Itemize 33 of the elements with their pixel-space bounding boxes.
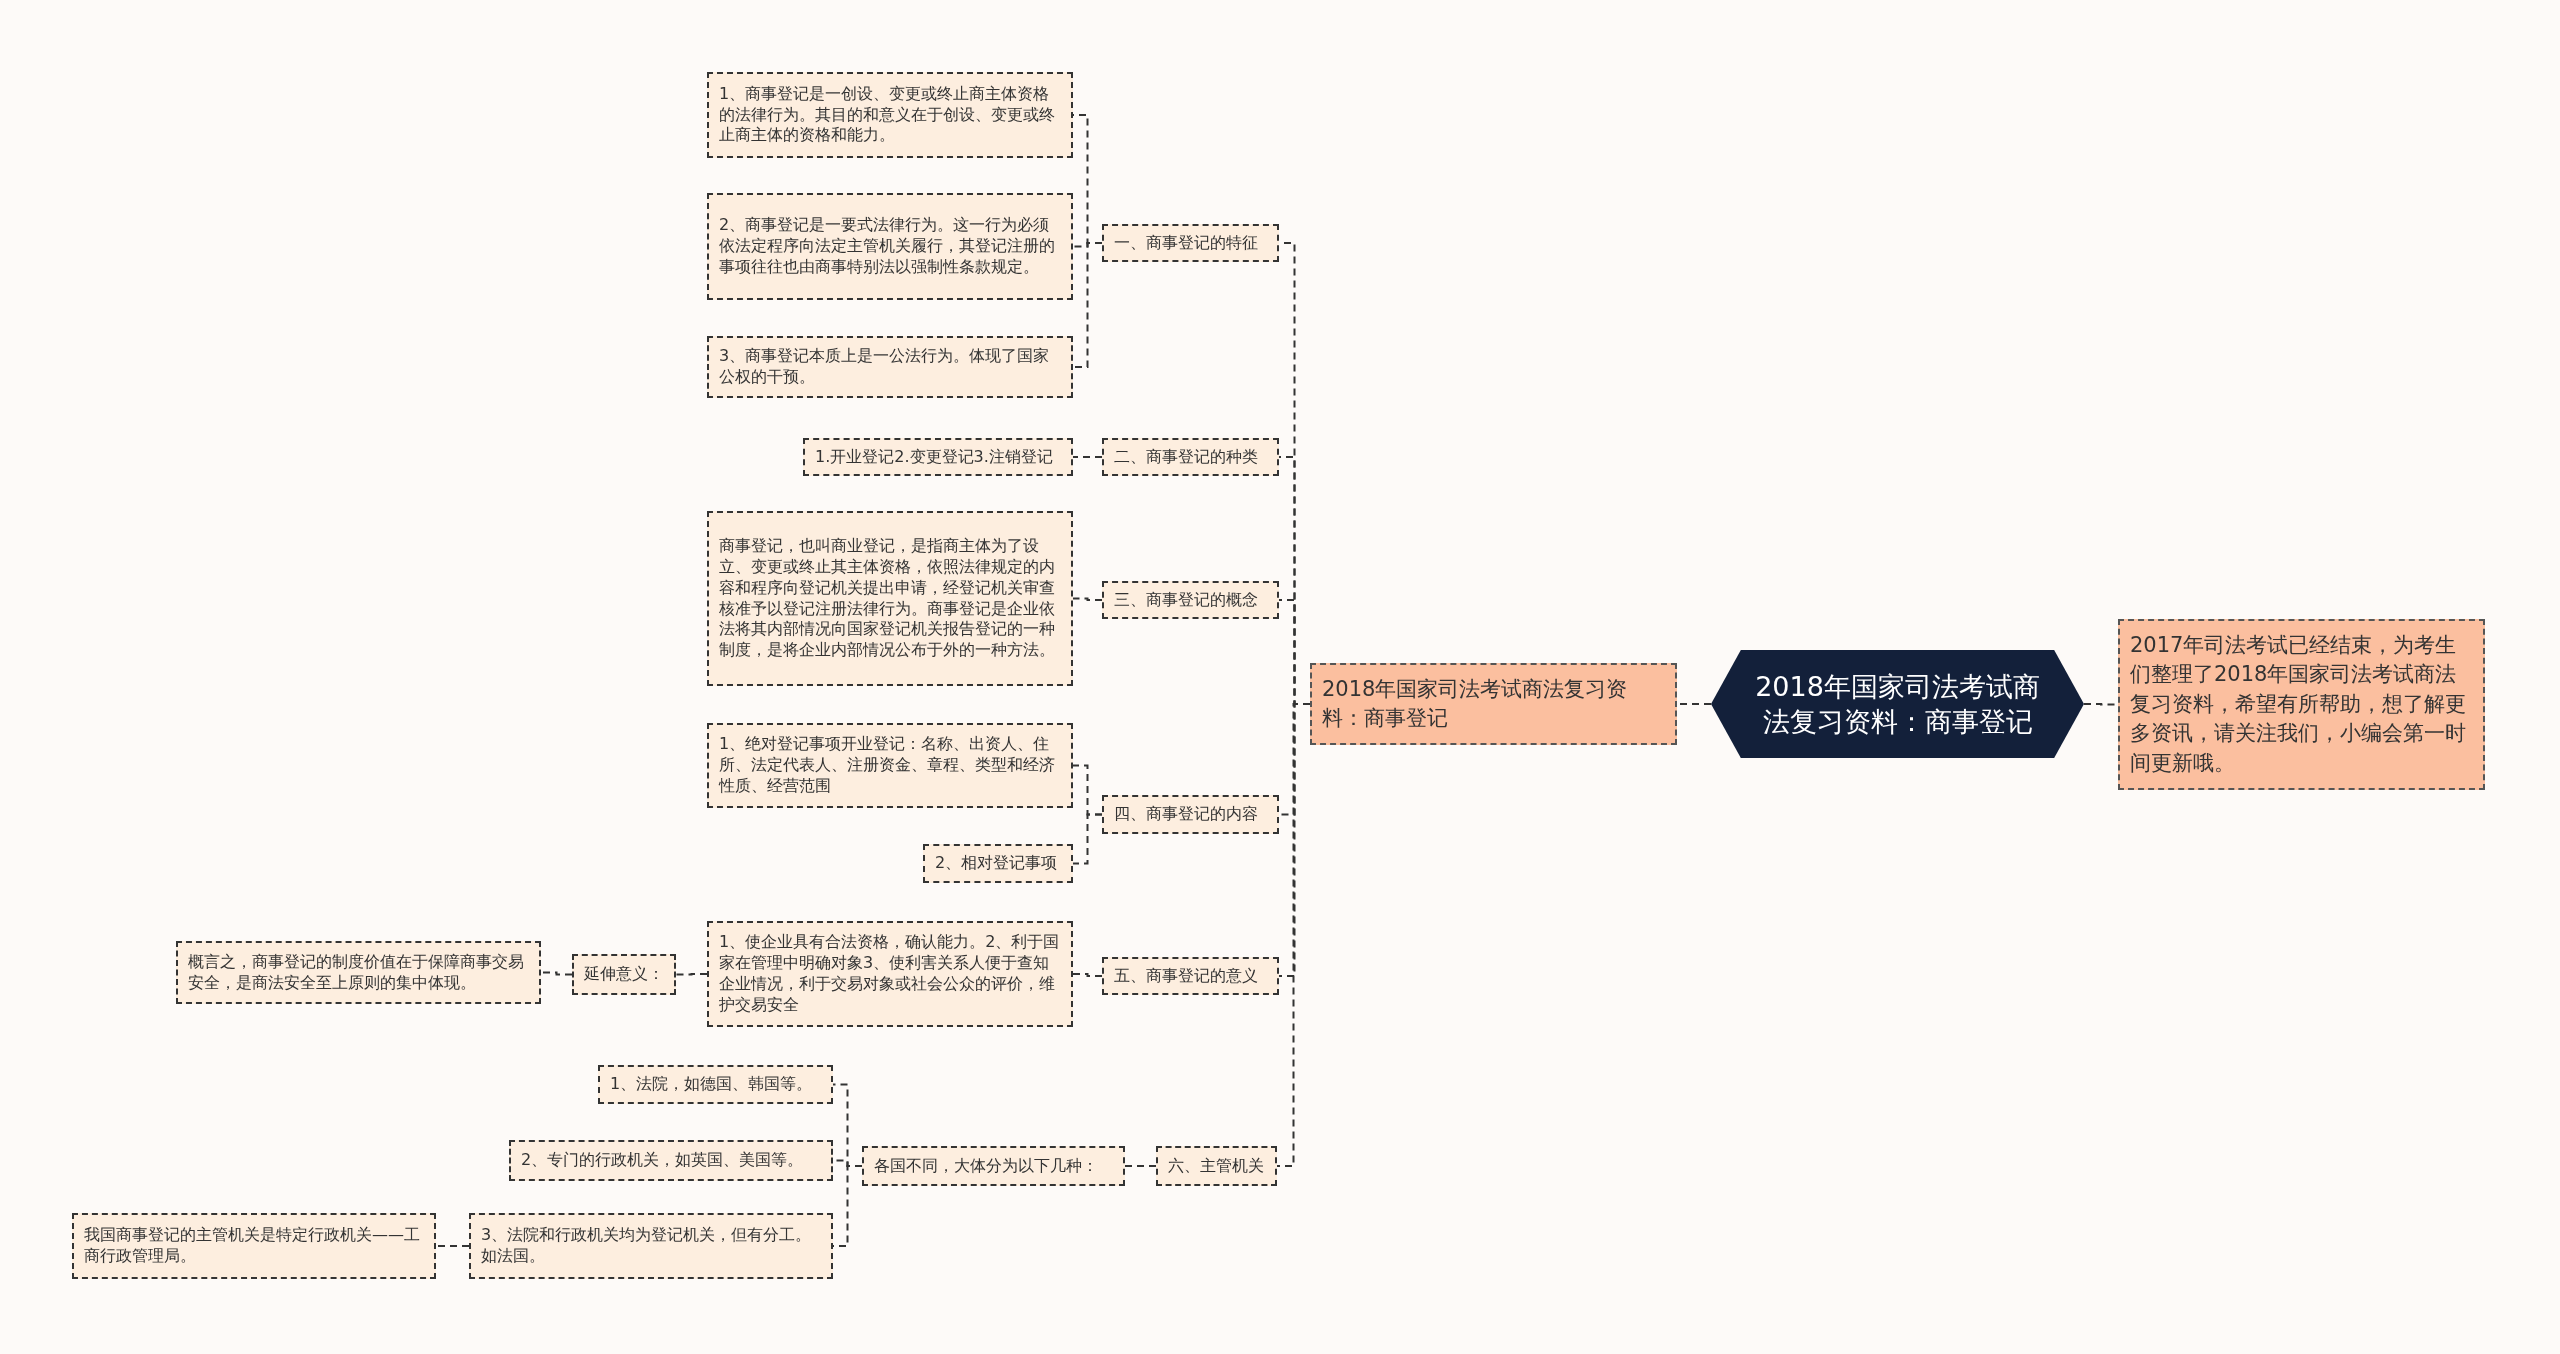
note-box: 3、商事登记本质上是一公法行为。体现了国家公权的干预。 — [707, 336, 1073, 398]
central-topic: 2018年国家司法考试商法复习资料：商事登记 — [1711, 650, 2084, 758]
note-box: 我国商事登记的主管机关是特定行政机关——工商行政管理局。 — [72, 1213, 436, 1279]
note-box: 延伸意义： — [572, 954, 676, 995]
note-box: 各国不同，大体分为以下几种： — [862, 1146, 1125, 1186]
note-box: 五、商事登记的意义 — [1102, 957, 1279, 995]
connector-line — [1072, 813, 1103, 865]
note-box: 商事登记，也叫商业登记，是指商主体为了设立、变更或终止其主体资格，依照法律规定的内容和程序向登记机关提出申请，经登记机关审查核准予以登记注册法律行为。商事登记是企业依法将其内部情况向国家登记机关报告登记的一种制度，是将企业内部情况公布于外的一种方法。 — [707, 511, 1073, 686]
note-box: 三、商事登记的概念 — [1102, 581, 1279, 619]
connector-line — [1124, 1165, 1157, 1167]
note-box: 2、商事登记是一要式法律行为。这一行为必须依法定程序向法定主管机关履行，其登记注册的事项往往也由商事特别法以强制性条款规定。 — [707, 193, 1073, 300]
note-box: 六、主管机关 — [1156, 1146, 1277, 1186]
note-box: 一、商事登记的特征 — [1102, 224, 1279, 262]
connector-line — [1072, 973, 1103, 977]
topic-box: 2017年司法考试已经结束，为考生们整理了2018年国家司法考试商法复习资料，希望有所帮助，想了解更多资讯，请关注我们，小编会第一时间更新哦。 — [2118, 619, 2485, 790]
connector-line — [675, 973, 708, 976]
note-box: 二、商事登记的种类 — [1102, 438, 1279, 476]
note-box: 1、绝对登记事项开业登记：名称、出资人、住所、法定代表人、注册资金、章程、类型和经济性质、经营范围 — [707, 723, 1073, 808]
connector-line — [435, 1245, 470, 1247]
connector-line — [1072, 242, 1103, 368]
connector-line — [1072, 456, 1103, 458]
connector-line — [1072, 597, 1103, 601]
topic-box: 2018年国家司法考试商法复习资料：商事登记 — [1310, 663, 1677, 745]
note-box: 1、法院，如德国、韩国等。 — [598, 1065, 833, 1104]
connector-line — [540, 971, 573, 976]
note-box: 1、商事登记是一创设、变更或终止商主体资格的法律行为。其目的和意义在于创设、变更或终止商主体的资格和能力。 — [707, 72, 1073, 158]
note-box: 概言之，商事登记的制度价值在于保障商事交易安全，是商法安全至上原则的集中体现。 — [176, 941, 541, 1004]
note-box: 1.开业登记2.变更登记3.注销登记 — [803, 438, 1073, 476]
note-box: 3、法院和行政机关均为登记机关，但有分工。如法国。 — [469, 1213, 833, 1279]
note-box: 四、商事登记的内容 — [1102, 795, 1279, 834]
note-box: 2、专门的行政机关，如英国、美国等。 — [509, 1140, 833, 1181]
note-box: 2、相对登记事项 — [923, 844, 1073, 883]
note-box: 1、使企业具有合法资格，确认能力。2、利于国家在管理中明确对象3、使利害关系人便于查知企业情况，利于交易对象或社会公众的评价，维护交易安全 — [707, 921, 1073, 1027]
